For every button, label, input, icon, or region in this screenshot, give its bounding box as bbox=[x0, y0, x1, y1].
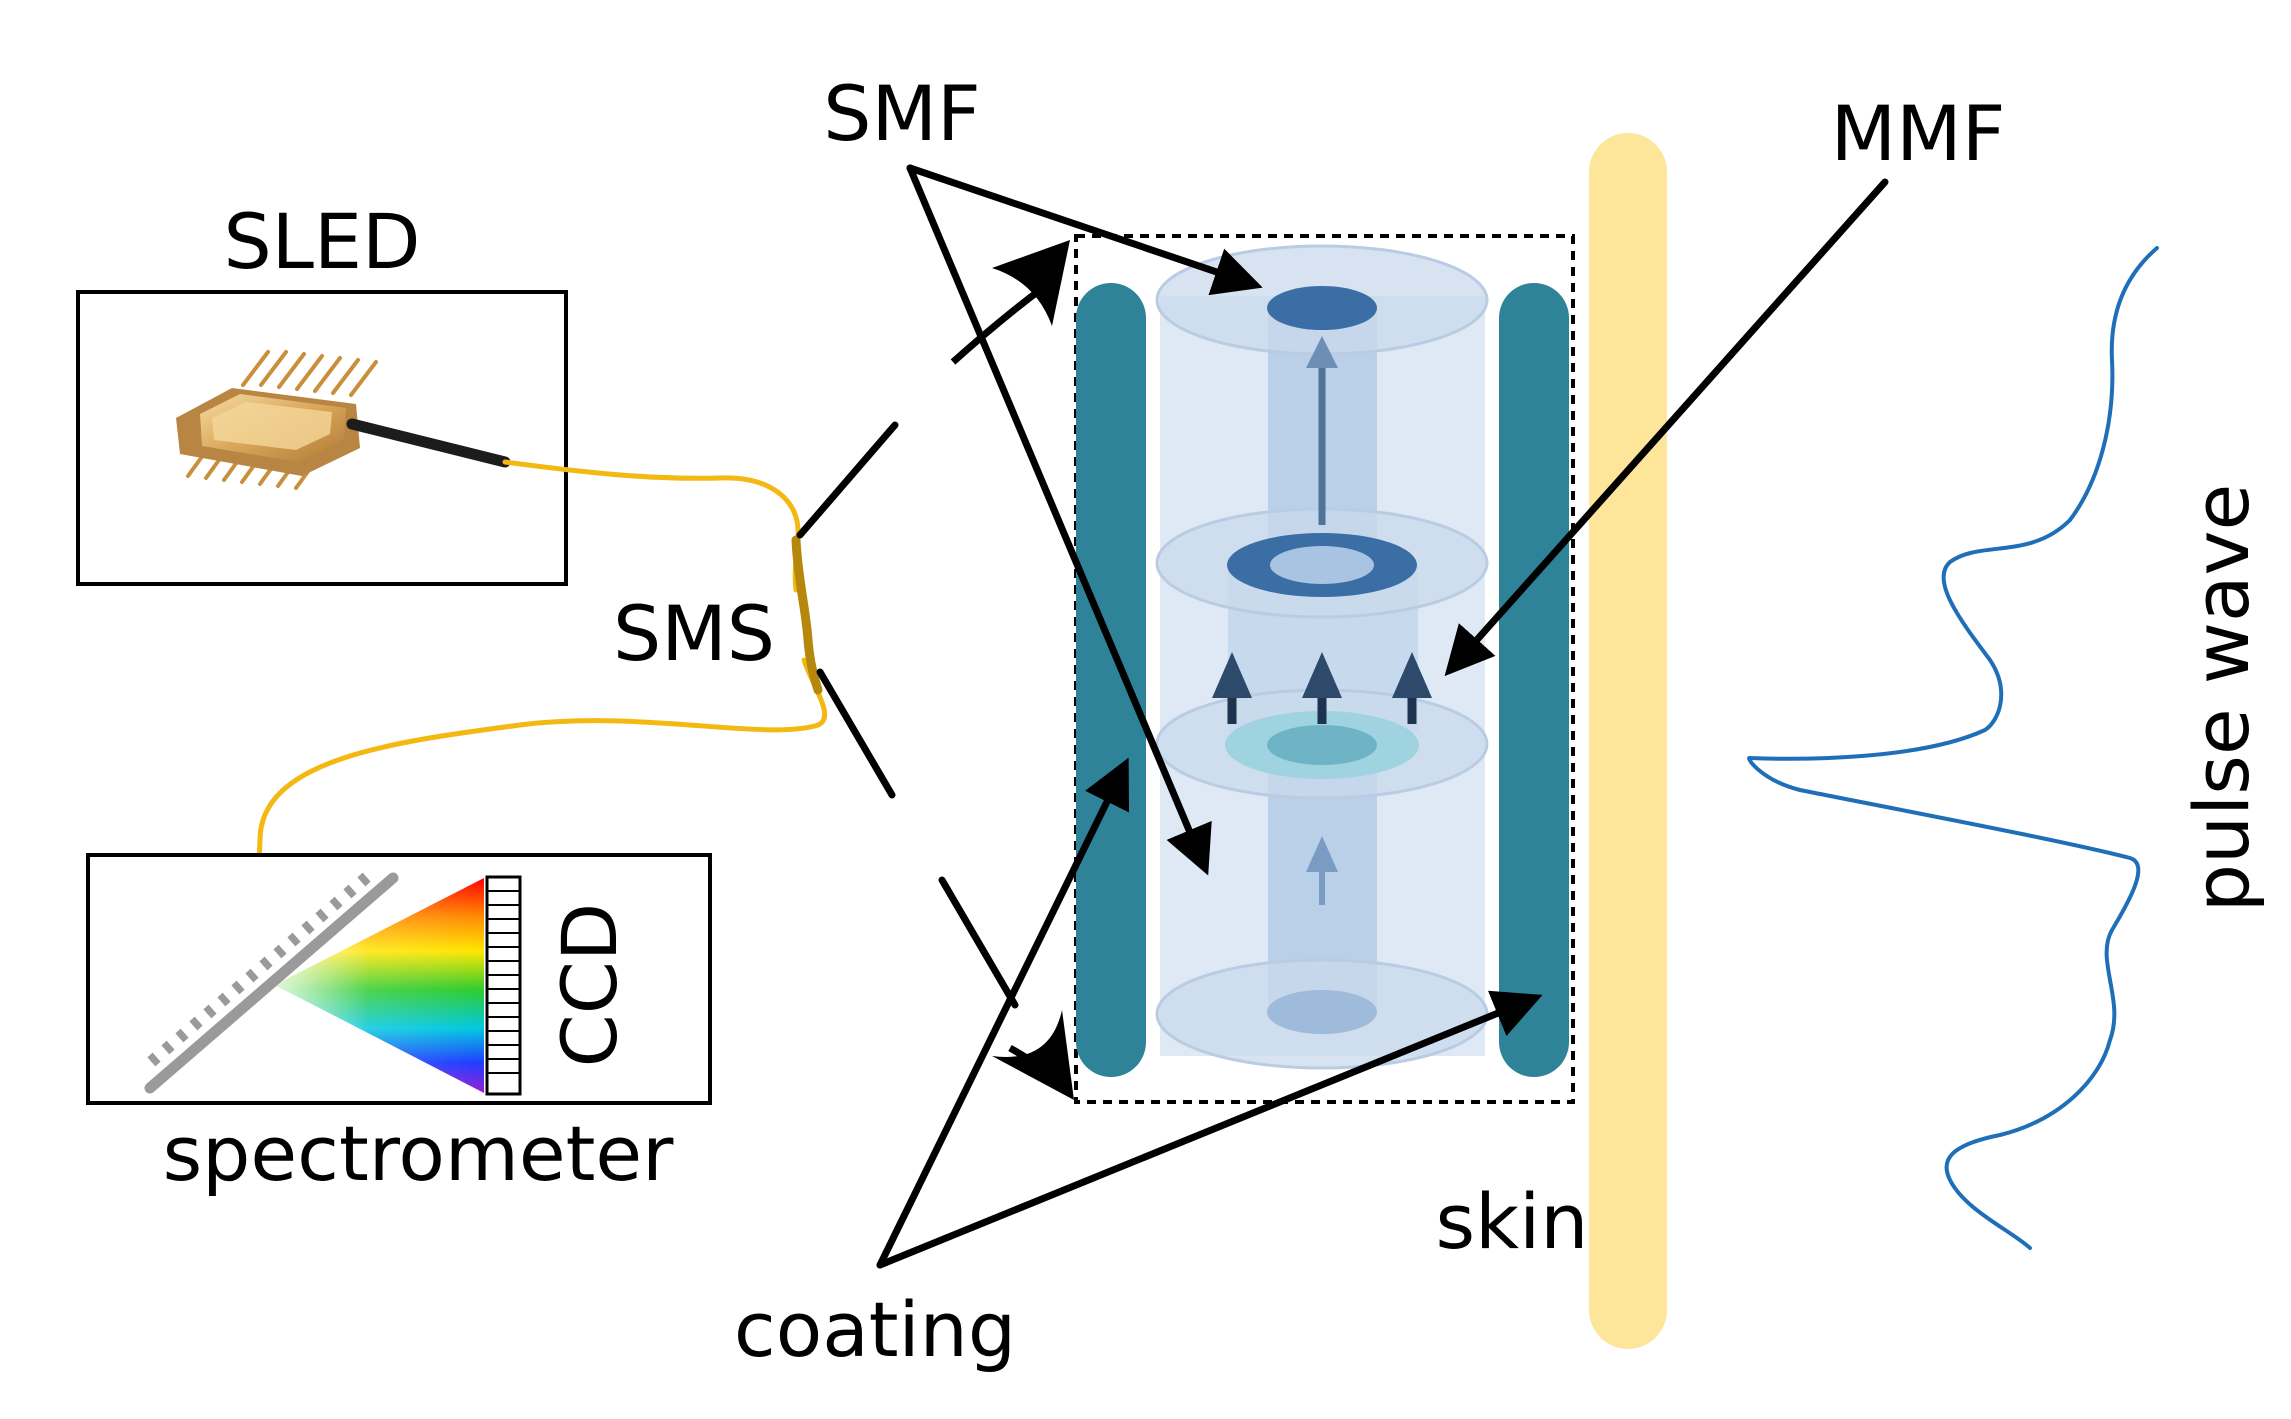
spectrometer-label: spectrometer bbox=[163, 1109, 675, 1198]
sms-section bbox=[791, 535, 823, 695]
ccd-label: CCD bbox=[545, 903, 634, 1068]
sled-label: SLED bbox=[223, 197, 420, 286]
skin-label: skin bbox=[1436, 1177, 1589, 1266]
mmf-label: MMF bbox=[1831, 89, 2006, 178]
coating-pointers bbox=[876, 757, 1543, 1269]
bend-arrow-bottom bbox=[992, 1010, 1074, 1100]
smf-pointers bbox=[906, 164, 1263, 876]
ccd-array-icon bbox=[485, 875, 522, 1096]
sled-module bbox=[76, 290, 568, 586]
coating-label: coating bbox=[734, 1285, 1016, 1374]
mmf-pointer bbox=[1444, 178, 1889, 677]
sms-sensor-zoom bbox=[1074, 234, 1575, 1104]
smf-core-lower-face bbox=[1267, 725, 1377, 765]
smf-core-top-face bbox=[1267, 286, 1377, 330]
pulse-wave-label: pulse wave bbox=[2177, 484, 2266, 913]
light-arrows bbox=[1212, 336, 1432, 905]
smf-label: SMF bbox=[823, 69, 981, 158]
sled-chip-icon bbox=[176, 350, 511, 490]
smf-core-upper-face bbox=[1270, 546, 1374, 584]
rainbow-spectrum-icon bbox=[275, 878, 484, 1093]
smf-core-bottom-face bbox=[1267, 990, 1377, 1034]
spectrometer-module: CCD bbox=[86, 853, 712, 1105]
sms-label: SMS bbox=[613, 589, 775, 678]
bend-arrow-top bbox=[950, 240, 1070, 365]
pulse-wave-trace bbox=[1747, 246, 2159, 1250]
zoom-lines bbox=[796, 421, 1019, 1009]
diffraction-grating-icon bbox=[144, 872, 399, 1094]
